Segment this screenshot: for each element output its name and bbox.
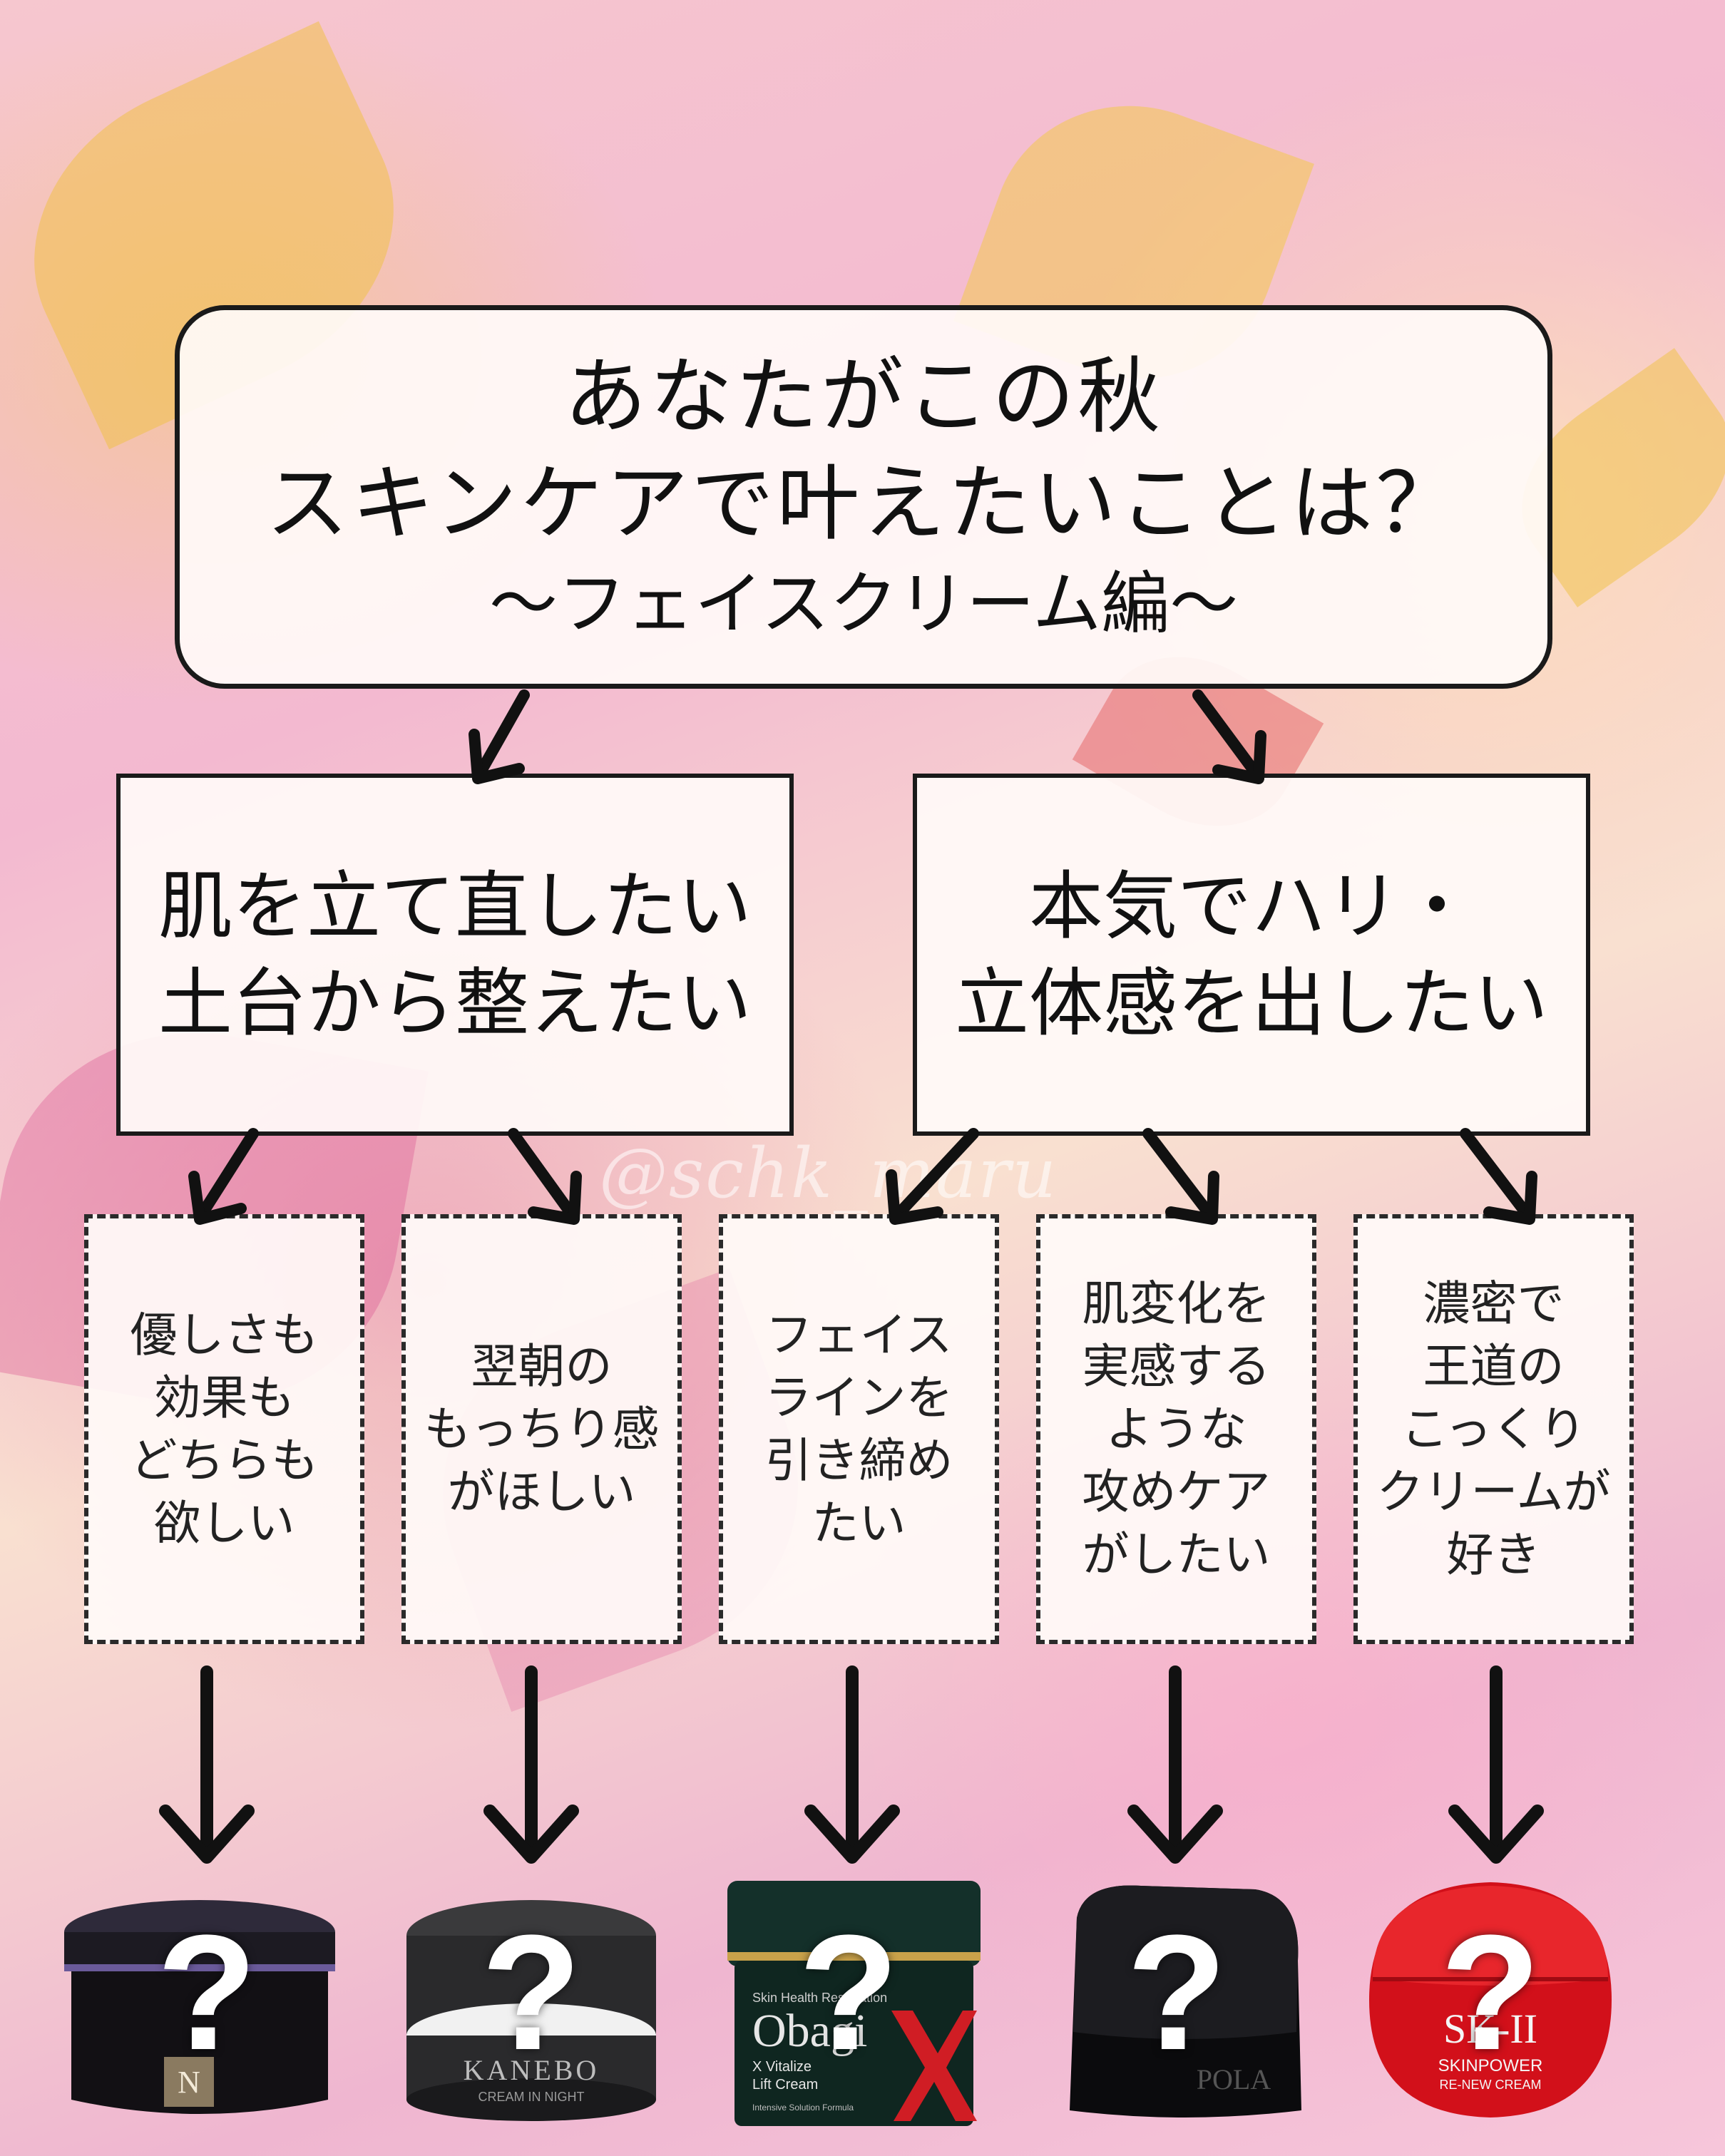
option-line: 肌変化を [1082, 1275, 1271, 1331]
option-line: 実感する [1082, 1338, 1271, 1394]
title-subtitle: 〜フェイスクリーム編〜 [488, 564, 1239, 644]
arrow-icon [1460, 1128, 1535, 1223]
option-line: 優しさも [130, 1307, 319, 1362]
jar-text: Skin Health Restoration [752, 1991, 887, 2005]
branch-box-firmness: 本気でハリ・ 立体感を出したい [913, 774, 1590, 1136]
option-line: 王道の [1423, 1338, 1565, 1394]
branch-line-1: 肌を立て直したい [158, 863, 752, 950]
arrow-head-icon [1483, 1171, 1537, 1225]
arrow-head-icon [886, 1169, 943, 1225]
branch-line-1: 本気でハリ・ [1028, 863, 1474, 950]
product-jar-3: Skin Health Restoration Obagi X Vitalize… [727, 1881, 981, 2126]
option-box-5: 濃密で 王道の こっくり クリームが 好き [1353, 1214, 1634, 1644]
option-box-3: フェイス ラインを 引き締め たい [719, 1214, 999, 1644]
branch-box-foundation: 肌を立て直したい 土台から整えたい [116, 774, 794, 1136]
product-jar-5: SK-II SKINPOWER RE-NEW CREAM [1369, 1882, 1612, 2118]
title-box: あなたがこの秋 スキンケアで叶えたいことは？ 〜フェイスクリーム編〜 [175, 305, 1552, 689]
option-line: 欲しい [153, 1495, 295, 1551]
option-line: どちらも [130, 1432, 319, 1488]
option-line: こっくり [1401, 1401, 1587, 1457]
question-mark-icon: ? [798, 1901, 899, 2084]
arrow-icon [194, 1128, 259, 1223]
product-jar-2: KANEBO CREAM IN NIGHT [406, 1900, 656, 2121]
jar-text: SKINPOWER [1438, 2056, 1543, 2075]
title-line-2: スキンケアで叶えたいことは？ [265, 456, 1462, 552]
arrow-head-icon [469, 729, 525, 784]
arrow-head-icon [1212, 730, 1266, 784]
option-line: 好き [1446, 1526, 1541, 1582]
jar-text: RE-NEW CREAM [1440, 2078, 1542, 2092]
option-box-4: 肌変化を 実感する ような 攻めケア がしたい [1036, 1214, 1316, 1644]
jar-brand: SK-II [1443, 2006, 1537, 2052]
option-line: がしたい [1082, 1526, 1271, 1582]
arrow-icon [1192, 689, 1264, 783]
jar-text: Intensive Solution Formula [752, 2103, 854, 2113]
option-line: クリームが [1376, 1464, 1611, 1519]
arrow-head-icon [1448, 1805, 1544, 1864]
watermark: @schk_maru [599, 1134, 1058, 1213]
arrow-icon [472, 689, 530, 783]
option-line: もっちり感 [424, 1401, 660, 1457]
question-mark-icon: ? [1126, 1901, 1227, 2084]
jar-brand: Obagi [752, 2005, 867, 2057]
question-mark-icon: ? [156, 1901, 257, 2084]
option-line: ような [1105, 1401, 1247, 1457]
arrow-head-icon [1165, 1171, 1219, 1225]
branch-line-2: 立体感を出したい [954, 960, 1548, 1047]
option-line: 引き締め [764, 1432, 953, 1488]
product-jar-4: POLA [1070, 1885, 1301, 2118]
question-mark-icon: ? [481, 1901, 582, 2084]
title-line-1: あなたがこの秋 [564, 349, 1163, 445]
option-line: 翌朝の [471, 1338, 613, 1394]
question-mark-icon: ? [1440, 1901, 1541, 2084]
option-line: 効果も [153, 1370, 295, 1425]
arrow-icon [889, 1128, 979, 1223]
arrow-head-icon [188, 1171, 247, 1225]
jar-text: X Vitalize [752, 2059, 812, 2075]
jar-brand: POLA [1197, 2063, 1271, 2095]
product-jar-1: N [64, 1900, 335, 2114]
option-line: がほしい [447, 1464, 636, 1519]
arrow-head-icon [528, 1171, 582, 1225]
logo-plate [164, 2057, 214, 2107]
arrow-icon [508, 1128, 580, 1223]
arrow-icon [1142, 1128, 1218, 1223]
option-line: 濃密で [1423, 1275, 1565, 1331]
option-line: ラインを [764, 1370, 953, 1425]
option-line: フェイス [765, 1307, 953, 1362]
arrow-head-icon [483, 1805, 579, 1864]
branch-line-2: 土台から整えたい [158, 960, 752, 1047]
jar-brand: N [178, 2065, 200, 2100]
arrow-head-icon [804, 1805, 900, 1864]
option-line: 攻めケア [1082, 1464, 1271, 1519]
arrow-head-icon [159, 1805, 255, 1864]
option-line: たい [812, 1495, 906, 1551]
jar-brand: KANEBO [464, 2054, 600, 2086]
option-box-1: 優しさも 効果も どちらも 欲しい [84, 1214, 364, 1644]
jar-text: Lift Cream [752, 2077, 818, 2093]
option-box-2: 翌朝の もっちり感 がほしい [401, 1214, 682, 1644]
arrow-head-icon [1127, 1805, 1223, 1864]
x-logo-icon [891, 2011, 977, 2121]
jar-sub: CREAM IN NIGHT [478, 2090, 584, 2104]
